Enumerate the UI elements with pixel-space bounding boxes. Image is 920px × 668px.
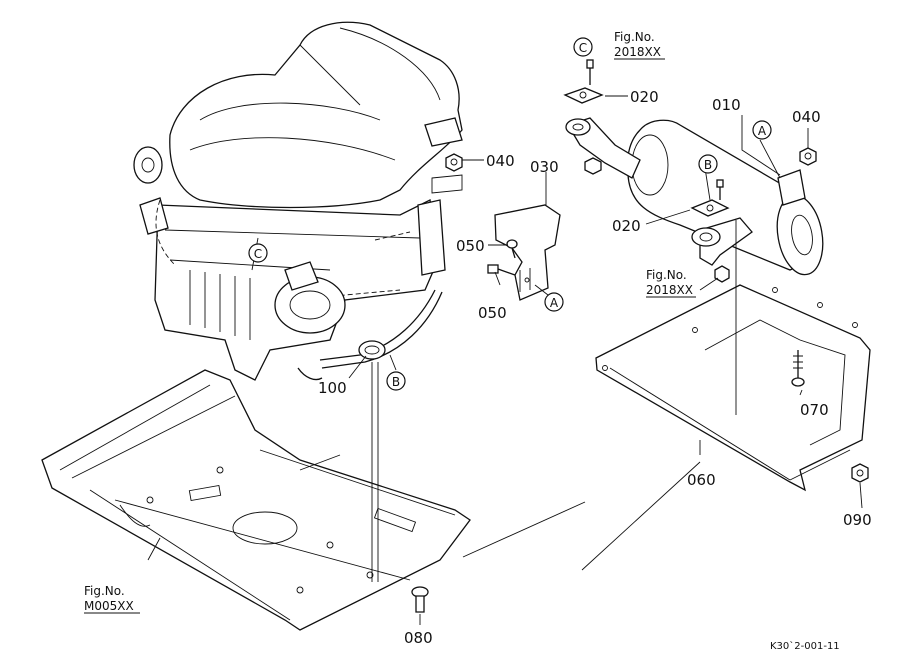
ref-marker-b-muffler: B [698,154,718,174]
gasket-020-upper [563,59,604,104]
ref-marker-c-engine: C [248,243,268,263]
bracket-030 [494,204,561,301]
callout-010: 010 [712,96,741,114]
callout-070: 070 [800,401,829,419]
ref-marker-c-gasket: C [573,37,593,57]
bolt-050-upper [506,239,518,259]
svg-text:A: A [758,124,767,138]
svg-text:C: C [579,41,587,55]
svg-text:C: C [254,247,262,261]
drawing-code: K30`2-001-11 [770,640,840,652]
ref-marker-a-bracket: A [544,292,564,312]
svg-text:A: A [550,296,559,310]
callout-100: 100 [318,379,347,397]
svg-text:B: B [704,158,712,172]
callout-060: 060 [687,471,716,489]
ref-marker-b-engine: B [386,371,406,391]
heat-shield-060 [595,284,871,492]
leader-lines [84,58,863,625]
callout-050-upper: 050 [456,237,485,255]
fig-ref-bottom-label: Fig.No. [84,584,125,598]
bolt-050-lower [487,264,516,276]
callout-090: 090 [843,511,872,529]
fig-ref-mid-label: Fig.No. [646,268,687,282]
fig-ref-top-label: Fig.No. [614,30,655,44]
ref-markers: C C A A B B [248,37,772,391]
callout-040-left: 040 [486,152,515,170]
callout-040-right: 040 [792,108,821,126]
gasket-020-lower [690,179,730,217]
frame-plate [41,369,471,631]
fig-ref-top: Fig.No. 2018XX [614,30,661,59]
small-nut [584,157,730,283]
callout-080: 080 [404,629,433,647]
nut-040-left [445,153,463,172]
fig-ref-top-number: 2018XX [614,45,661,59]
svg-text:B: B [392,375,400,389]
fig-ref-bottom-number: M005XX [84,599,134,613]
ref-marker-a-muffler: A [752,120,772,140]
muffler-010 [565,117,824,276]
nut-040-right [799,147,817,166]
fig-ref-mid: Fig.No. 2018XX [646,268,693,297]
callout-050-lower: 050 [478,304,507,322]
fig-ref-mid-number: 2018XX [646,283,693,297]
callout-020-upper: 020 [630,88,659,106]
callout-030: 030 [530,158,559,176]
nut-090 [851,463,869,483]
callout-020-lower: 020 [612,217,641,235]
engine-assembly [133,21,463,381]
callout-labels: 010 020 020 030 040 040 050 050 060 070 … [318,88,872,647]
fig-ref-bottom: Fig.No. M005XX [84,584,134,613]
